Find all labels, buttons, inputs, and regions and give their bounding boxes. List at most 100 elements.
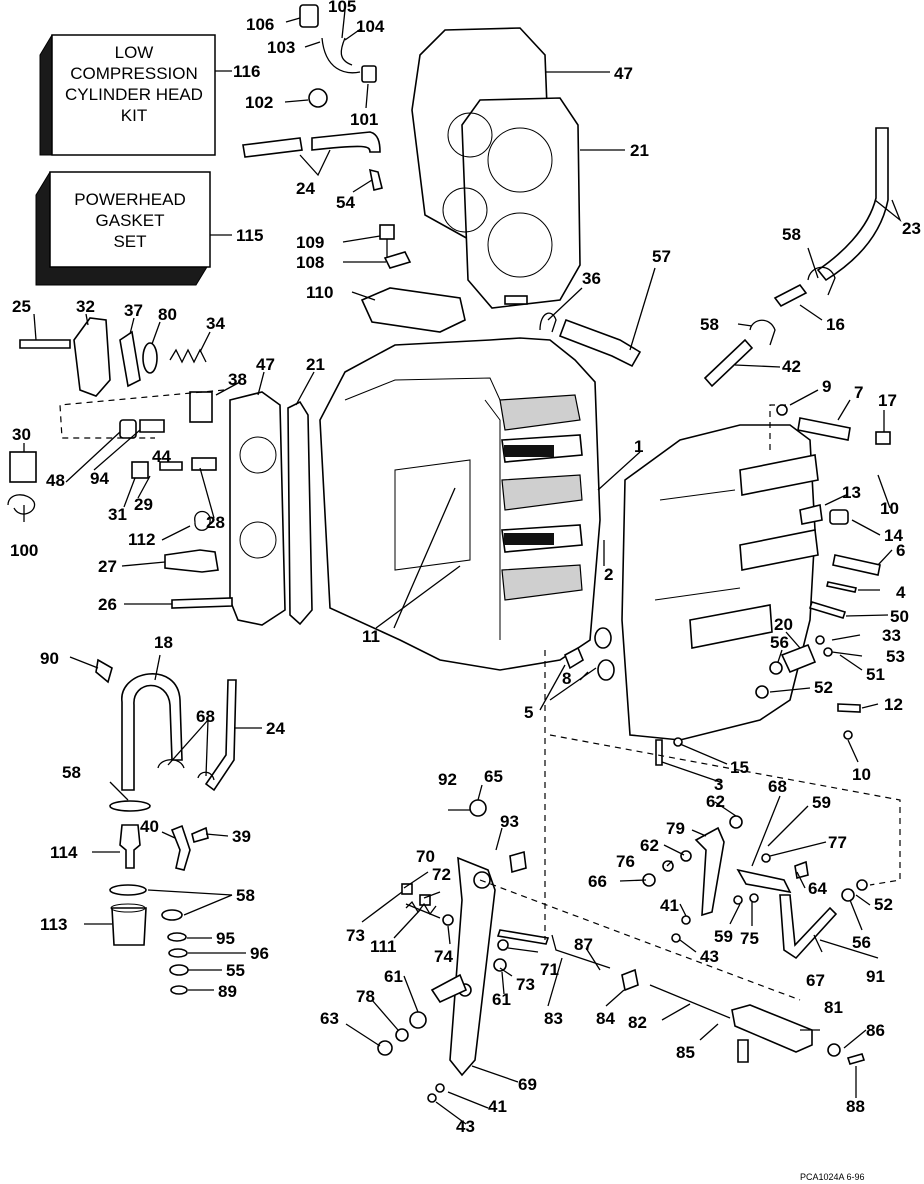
callout-108: 108	[296, 253, 324, 272]
part-drawings	[7, 4, 891, 1103]
callout-23: 23	[902, 219, 921, 238]
callout-113: 113	[40, 915, 67, 934]
callout-52-upper: 52	[814, 678, 833, 697]
callout-51: 51	[866, 665, 885, 684]
callout-24-top: 24	[296, 179, 315, 198]
callout-56-upper: 56	[770, 633, 789, 652]
callout-68-right: 68	[768, 777, 787, 796]
callout-87: 87	[574, 935, 593, 954]
kit-box-115: POWERHEAD GASKET SET	[35, 171, 211, 286]
callout-43-right: 43	[700, 947, 719, 966]
callout-64: 64	[808, 879, 827, 898]
kit-116-line-2: COMPRESSION	[70, 64, 198, 83]
callout-2: 2	[604, 565, 613, 584]
callout-77: 77	[828, 833, 847, 852]
callout-57: 57	[652, 247, 671, 266]
callout-100: 100	[10, 541, 38, 560]
callout-47-left: 47	[256, 355, 275, 374]
callout-31: 31	[108, 505, 127, 524]
callout-42: 42	[782, 357, 801, 376]
callout-numbers: 106 105 104 103 116 47 102 101 21 24 54 …	[10, 0, 921, 1136]
callout-43-bottom: 43	[456, 1117, 475, 1136]
kit-115-line-3: SET	[113, 232, 146, 251]
callout-82: 82	[628, 1013, 647, 1032]
cylinder-bore-bands	[499, 394, 583, 601]
callout-59-lower: 59	[714, 927, 733, 946]
callout-111: 111	[370, 937, 397, 956]
callout-59-upper: 59	[812, 793, 831, 812]
callout-86: 86	[866, 1021, 885, 1040]
kit-116-line-1: LOW	[115, 43, 154, 62]
callout-4: 4	[896, 583, 906, 602]
callout-52-lower: 52	[874, 895, 893, 914]
callout-16: 16	[826, 315, 845, 334]
callout-92: 92	[438, 770, 457, 789]
callout-114: 114	[50, 843, 78, 862]
callout-3: 3	[714, 775, 723, 794]
callout-112: 112	[128, 530, 155, 549]
callout-8: 8	[562, 669, 571, 688]
callout-50: 50	[890, 607, 909, 626]
callout-9: 9	[822, 377, 831, 396]
callout-58-upper-right: 58	[782, 225, 801, 244]
kit-box-116: LOW COMPRESSION CYLINDER HEAD KIT	[39, 34, 216, 156]
callout-38: 38	[228, 370, 247, 389]
callout-85: 85	[676, 1043, 695, 1062]
callout-89: 89	[218, 982, 237, 1001]
callout-17: 17	[878, 391, 897, 410]
callout-62-lower: 62	[640, 836, 659, 855]
callout-93: 93	[500, 812, 519, 831]
callout-103: 103	[267, 38, 295, 57]
callout-94: 94	[90, 469, 109, 488]
callout-63: 63	[320, 1009, 339, 1028]
callout-66: 66	[588, 872, 607, 891]
callout-80: 80	[158, 305, 177, 324]
leader-lines	[23, 9, 902, 1125]
callout-81: 81	[824, 998, 843, 1017]
callout-70: 70	[416, 847, 435, 866]
callout-18: 18	[154, 633, 173, 652]
callout-41-right: 41	[660, 896, 679, 915]
callout-56-lower: 56	[852, 933, 871, 952]
callout-90: 90	[40, 649, 59, 668]
callout-1: 1	[634, 437, 643, 456]
callout-12: 12	[884, 695, 903, 714]
callout-33: 33	[882, 626, 901, 645]
callout-34: 34	[206, 314, 225, 333]
callout-102: 102	[245, 93, 273, 112]
callout-55: 55	[226, 961, 245, 980]
callout-61-left: 61	[384, 967, 403, 986]
callout-41-bottom: 41	[488, 1097, 507, 1116]
callout-58-left-upper: 58	[62, 763, 81, 782]
callout-28: 28	[206, 513, 225, 532]
callout-29: 29	[134, 495, 153, 514]
callout-61-right: 61	[492, 990, 511, 1009]
callout-76: 76	[616, 852, 635, 871]
callout-26: 26	[98, 595, 117, 614]
callout-27: 27	[98, 557, 117, 576]
callout-36: 36	[582, 269, 601, 288]
callout-21-left: 21	[306, 355, 325, 374]
callout-7: 7	[854, 383, 863, 402]
callout-115: 115	[236, 226, 263, 245]
callout-14: 14	[884, 526, 903, 545]
callout-73-right: 73	[516, 975, 535, 994]
callout-47-top: 47	[614, 64, 633, 83]
callout-78: 78	[356, 987, 375, 1006]
callout-20: 20	[774, 615, 793, 634]
callout-5: 5	[524, 703, 533, 722]
callout-72: 72	[432, 865, 451, 884]
callout-96: 96	[250, 944, 269, 963]
callout-67: 67	[806, 971, 825, 990]
callout-116: 116	[233, 62, 260, 81]
callout-84: 84	[596, 1009, 615, 1028]
figure-code: PCA1024A 6-96	[800, 1172, 865, 1182]
callout-10-upper: 10	[880, 499, 899, 518]
callout-105: 105	[328, 0, 356, 16]
callout-101: 101	[350, 110, 378, 129]
callout-21-top: 21	[630, 141, 649, 160]
kit-115-line-2: GASKET	[96, 211, 165, 230]
callout-15: 15	[730, 758, 749, 777]
callout-104: 104	[356, 17, 385, 36]
